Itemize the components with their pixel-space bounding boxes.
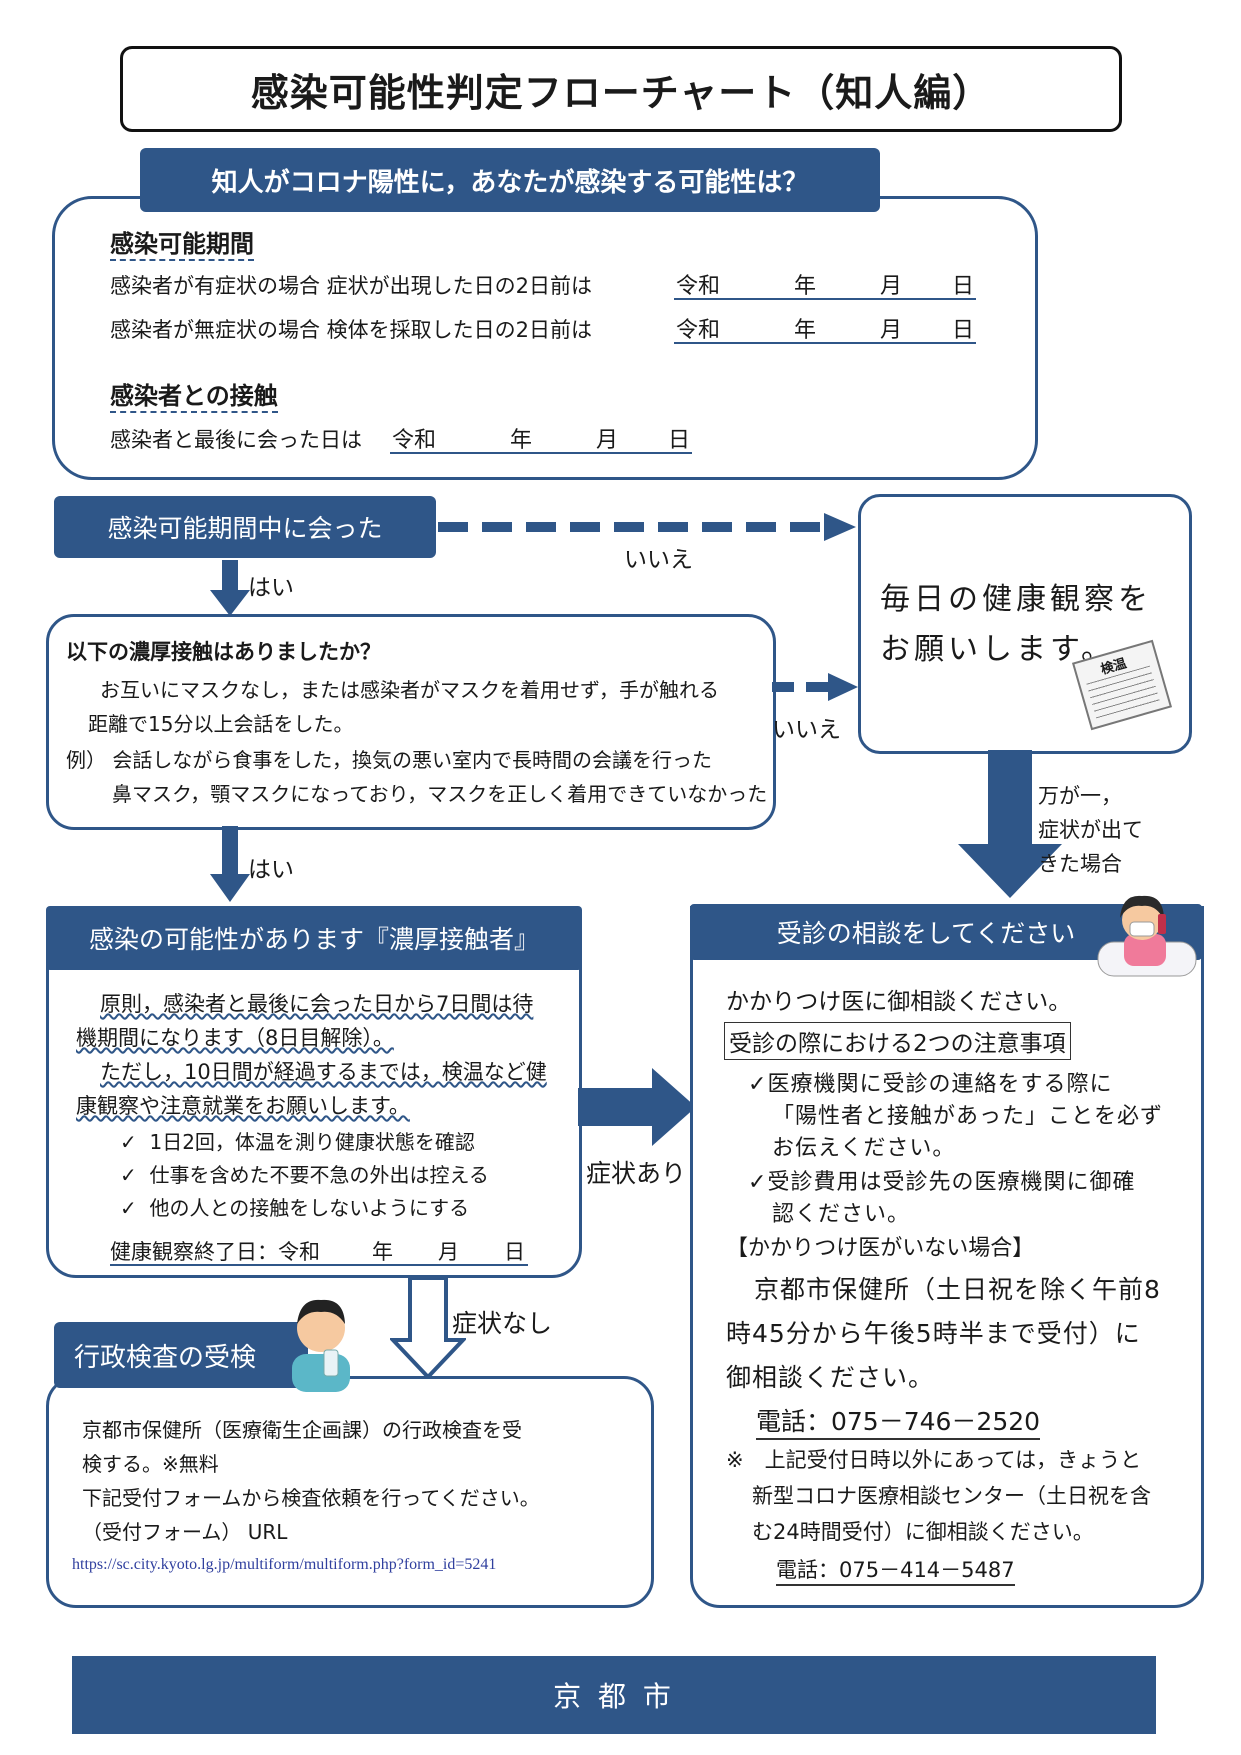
form-url-link[interactable]: https://sc.city.kyoto.lg.jp/multiform/mu… [72,1556,497,1573]
admin-l2: 検する。※無料 [82,1452,219,1476]
step1-no-label: いいえ [624,547,693,573]
consult-header-text: 受診の相談をしてください [776,919,1076,948]
year-label: 年 [372,1240,393,1264]
cc-check-3: 他の人との接触をしないようにする [149,1196,470,1220]
close-contact-line1: お互いにマスクなし，または感染者がマスクを着用せず，手が触れる [100,678,719,702]
consult-item2a: 受診費用は受診先の医療機関に御確 [767,1170,1136,1195]
contact-heading: 感染者との接触 [110,376,278,413]
notice-title: 受診の際における2つの注意事項 [724,1022,1071,1060]
phone-health-center[interactable]: 電話：075－746－2520 [756,1402,1041,1440]
admin-test-panel [46,1376,654,1608]
symptoms-no-label: 症状なし [452,1309,553,1338]
asymptomatic-label: 感染者が無症状の場合 検体を採取した日の2日前は [110,318,593,342]
close-contact-header: 感染の可能性があります『濃厚接触者』 [46,906,582,970]
cc-p2a: ただし，10日間が経過するまでは，検温など健 [100,1060,547,1084]
close-contact-example2: 鼻マスク，顎マスクになっており，マスクを正しく着用できていなかった [112,782,768,806]
cc-p1b: 機期間になります（8日目解除）。 [76,1026,394,1050]
step1-label: 感染可能期間中に会った [107,514,383,543]
day-label: 日 [504,1240,525,1264]
arrow-right-symptoms [578,1068,696,1146]
consult-item1c: お伝えください。 [772,1136,956,1161]
era-label: 令和 [676,274,721,299]
step1-met-during-period: 感染可能期間中に会った [54,496,436,558]
consult-note3: む24時間受付）に御相談ください。 [752,1520,1094,1544]
arrow-down-if-symptoms [958,750,1062,898]
check-icon: ✓ [748,1072,768,1097]
page-title: 感染可能性判定フローチャート（知人編） [120,46,1122,132]
health-center-3: 御相談ください。 [726,1363,935,1392]
symptomatic-label: 感染者が有症状の場合 症状が出現した日の2日前は [110,274,593,298]
last-met-date-field[interactable]: 令和 年 月 日 [390,422,692,454]
asymptomatic-date-field[interactable]: 令和 年 月 日 [674,312,976,344]
person-gargling-icon [292,1299,350,1392]
cc-check-2: 仕事を含めた不要不急の外出は控える [149,1163,489,1187]
symptoms-yes-label: 症状あり [586,1159,687,1188]
check-icon: ✓ [748,1170,768,1195]
close-contact-line2: 距離で15分以上会話をした。 [88,712,354,736]
consult-note1: ※ 上記受付日時以外にあっては，きょうと [726,1448,1142,1472]
close-contact-example1: 例） 会話しながら食事をした，換気の悪い室内で長時間の会議を行った [66,748,712,772]
close-contact-question-panel [46,614,776,830]
question-banner-text: 知人がコロナ陽性に，あなたが感染する可能性は？ [211,167,809,198]
consult-item2b: 認ください。 [772,1202,911,1227]
close-contact-header-text: 感染の可能性があります『濃厚接触者』 [88,925,539,954]
consult-note2: 新型コロナ医療相談センター（土日祝を含 [752,1484,1151,1508]
footer-bar: 京 都 市 [72,1656,1156,1734]
month-label: 月 [880,274,903,299]
dashed-arrow-no-2 [772,673,858,701]
arrow-down-no-symptoms [390,1276,466,1380]
if-symptoms-2: 症状が出て [1038,818,1143,842]
admin-l3: 下記受付フォームから検査依頼を行ってください。 [82,1486,540,1510]
day-label: 日 [952,274,975,299]
check-icon: ✓ [120,1196,137,1220]
month-label: 月 [438,1240,459,1264]
dashed-arrow-no-1 [438,513,856,541]
cc-p1a: 原則，感染者と最後に会った日から7日間は待 [100,992,534,1016]
month-label: 月 [880,318,903,343]
no-doctor-label: 【かかりつけ医がいない場合】 [726,1236,1035,1261]
admin-l1: 京都市保健所（医療衛生企画課）の行政検査を受 [82,1418,522,1442]
close-contact-question: 以下の濃厚接触はありましたか？ [66,640,381,664]
check-icon: ✓ [120,1163,137,1187]
arrow-down-yes-2 [210,826,250,902]
last-met-label: 感染者と最後に会った日は [110,428,362,452]
health-center-2: 時45分から午後5時半まで受付）に [726,1319,1141,1348]
consult-item1a: 医療機関に受診の連絡をする際に [767,1072,1113,1097]
footer-text: 京 都 市 [553,1680,675,1713]
question-banner: 知人がコロナ陽性に，あなたが感染する可能性は？ [140,148,880,212]
sick-person-icon [1097,895,1197,977]
check-icon: ✓ [120,1130,137,1154]
year-label: 年 [510,428,533,453]
if-symptoms-1: 万が一， [1038,784,1122,808]
step2-yes-label: はい [248,857,294,883]
period-heading: 感染可能期間 [110,224,254,261]
admin-test-header-text: 行政検査の受検 [74,1342,257,1373]
day-label: 日 [952,318,975,343]
admin-l4: （受付フォーム） URL [82,1520,288,1544]
observe-line2: お願いします。 [880,632,1115,667]
consult-item1b: 「陽性者と接触があった」ことを必ず [772,1104,1164,1129]
phone-consult-center[interactable]: 電話：075－414－5487 [776,1554,1015,1586]
cc-check-1: 1日2回，体温を測り健康状態を確認 [149,1130,475,1154]
arrow-down-yes-1 [210,560,250,616]
era-label: 令和 [676,318,721,343]
admin-test-header: 行政検査の受検 [54,1322,308,1388]
symptomatic-date-field[interactable]: 令和 年 月 日 [674,268,976,300]
day-label: 日 [668,428,691,453]
era-label: 令和 [392,428,437,453]
cc-p2b: 康観察や注意就業をお願いします。 [76,1094,410,1118]
year-label: 年 [794,274,817,299]
consult-intro: かかりつけ医に御相談ください。 [726,989,1072,1015]
health-center-1: 京都市保健所（土日祝を除く午前8 [754,1275,1161,1304]
observe-line1: 毎日の健康観察を [880,582,1152,617]
month-label: 月 [596,428,619,453]
observation-end-date-field[interactable]: 健康観察終了日：令和 年 月 日 [110,1236,528,1266]
step2-no-label: いいえ [772,717,841,743]
if-symptoms-3: きた場合 [1038,852,1122,876]
step1-yes-label: はい [248,575,294,601]
year-label: 年 [794,318,817,343]
infection-period-panel [52,196,1038,480]
end-date-label: 健康観察終了日：令和 [110,1240,320,1264]
